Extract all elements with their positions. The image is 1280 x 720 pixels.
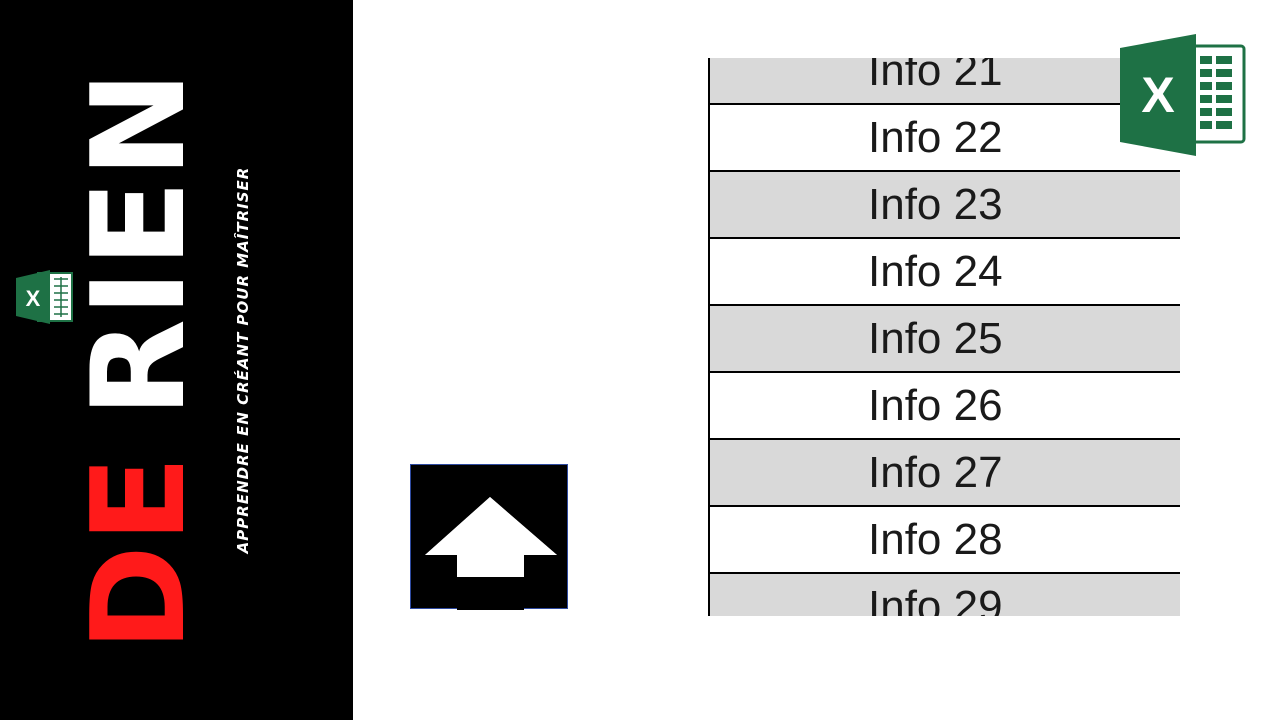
brand-title-word-1: DE (65, 453, 214, 652)
excel-logo-letter: X (26, 286, 41, 311)
table-cell[interactable]: Info 28 (710, 507, 1180, 574)
table-cell[interactable]: Info 23 (710, 172, 1180, 239)
brand-title: DE RIEN (65, 69, 214, 651)
brand-title-word-2: RIEN (65, 68, 214, 418)
excel-logo-letter: X (1141, 67, 1174, 123)
excel-icon: X (16, 270, 73, 324)
excel-icon: X (1120, 34, 1246, 156)
table-cell[interactable]: Info 25 (710, 306, 1180, 373)
table-cell[interactable]: Info 22 (710, 105, 1180, 172)
table-cell[interactable]: Info 26 (710, 373, 1180, 440)
scroll-up-button[interactable] (410, 464, 568, 610)
table-cell[interactable]: Info 29 (710, 574, 1180, 616)
brand-tagline: APPRENDRE EN CRÉANT POUR MAÎTRISER (234, 166, 252, 554)
table-cell[interactable]: Info 24 (710, 239, 1180, 306)
brand-panel: X DE RIEN APPRENDRE EN CRÉANT POUR MAÎTRI… (0, 0, 353, 720)
arrow-up-icon (425, 497, 557, 610)
spreadsheet-column: Info 21 Info 22 Info 23 Info 24 Info 25 … (708, 58, 1180, 616)
cell-list: Info 21 Info 22 Info 23 Info 24 Info 25 … (710, 58, 1180, 616)
table-cell[interactable]: Info 27 (710, 440, 1180, 507)
table-cell[interactable]: Info 21 (710, 58, 1180, 105)
